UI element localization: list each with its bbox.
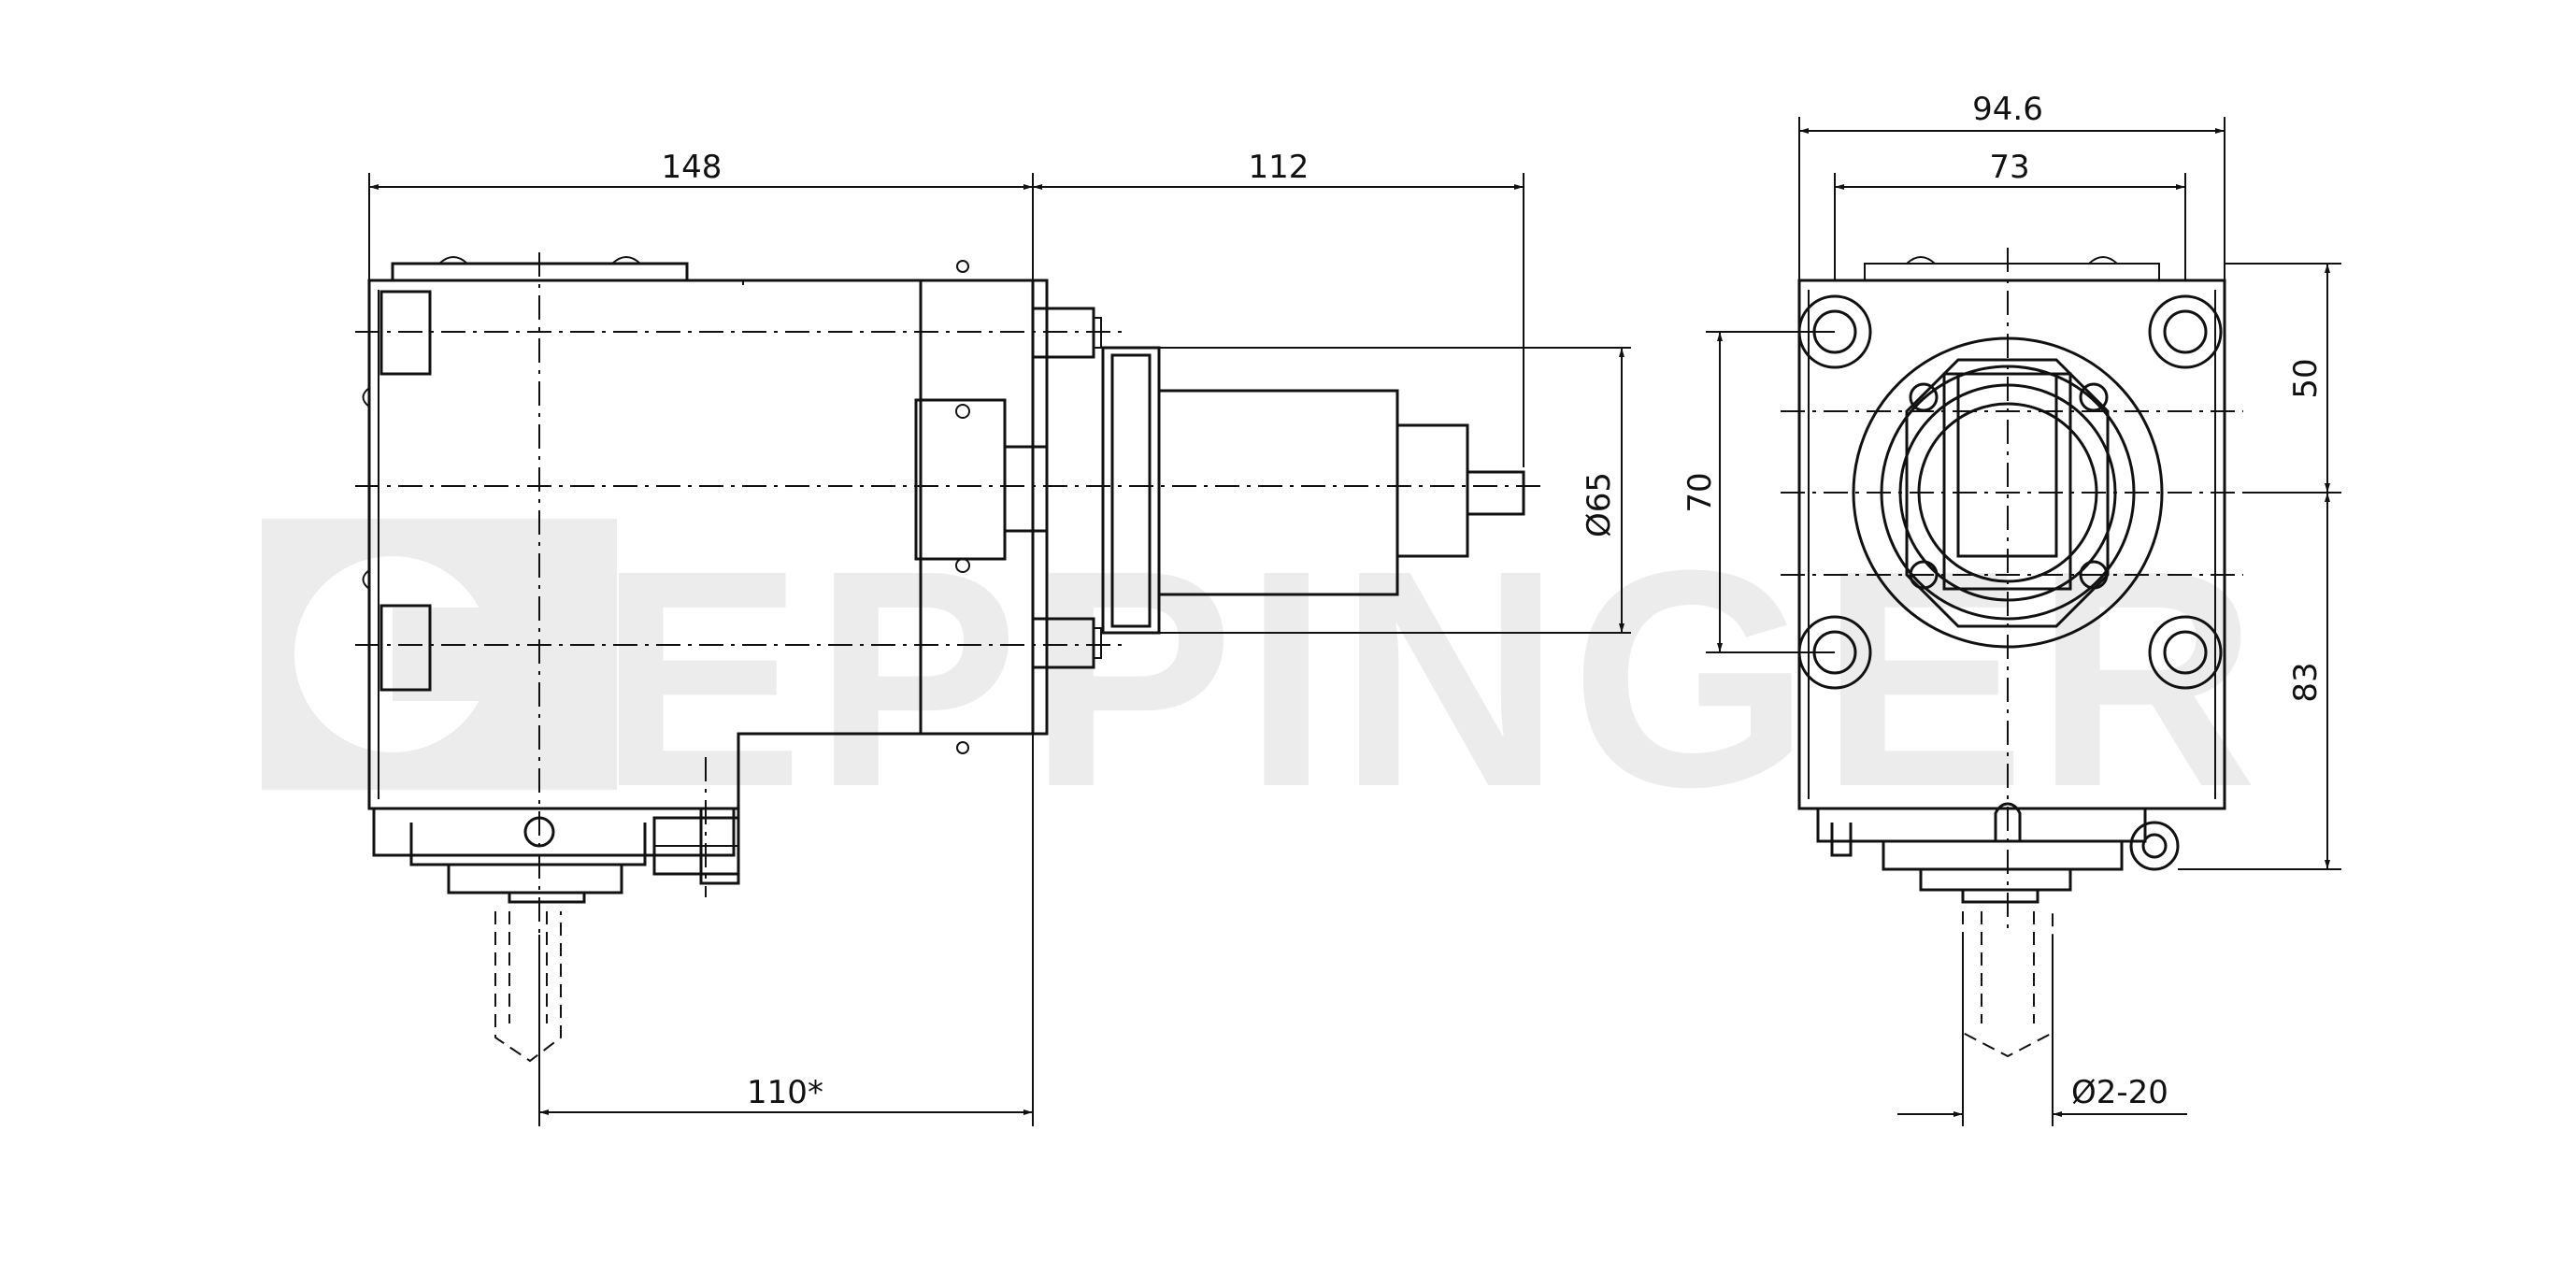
front-view: [1781, 248, 2243, 1058]
side-dimensions: 148 112 Ø65 110*: [368, 149, 1631, 1126]
side-view: [355, 252, 1542, 1063]
front-dimensions: 94.6 73 70 50 83 Ø2-20: [1682, 91, 2341, 1126]
dim-94-6: 94.6: [1972, 91, 2043, 128]
dim-148: 148: [662, 149, 723, 186]
watermark-logo: EPPINGER: [262, 506, 2267, 851]
dim-83: 83: [2287, 662, 2325, 702]
watermark-text: EPPINGER: [598, 506, 2267, 851]
dim-diameter-2-20: Ø2-20: [2071, 1074, 2168, 1111]
dim-110: 110*: [747, 1074, 823, 1111]
dim-50: 50: [2287, 358, 2325, 398]
dim-diameter-65: Ø65: [1581, 472, 1618, 537]
dim-112: 112: [1249, 149, 1309, 186]
dim-70: 70: [1682, 472, 1719, 512]
dim-73: 73: [1989, 149, 2029, 186]
